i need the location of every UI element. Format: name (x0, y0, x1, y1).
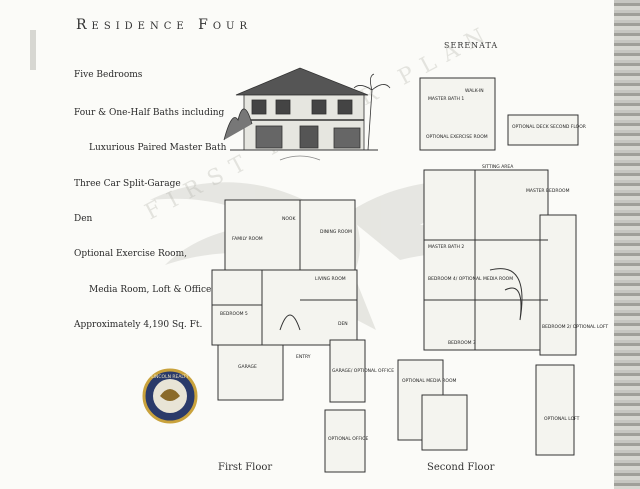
first-floor-upper-block (224, 199, 356, 271)
feature-baths: Four & One-Half Baths including (74, 108, 225, 118)
feature-sqft: Approximately 4,190 Sq. Ft. (74, 320, 203, 330)
page-title: Residence Four (76, 17, 252, 33)
house-elevation (223, 67, 391, 161)
first-floor-middle-block (211, 269, 358, 346)
plan-name: SERENATA (444, 41, 499, 50)
room-bedroom4: BEDROOM 4/ OPTIONAL MEDIA ROOM (428, 276, 513, 282)
room-master-bath1: MASTER BATH 1 (428, 96, 464, 102)
feature-bedrooms: Five Bedrooms (74, 70, 143, 80)
room-sitting: SITTING AREA (482, 164, 514, 170)
room-master-bedroom: MASTER BEDROOM (526, 188, 570, 194)
optional-loft-block (535, 364, 575, 456)
feature-exercise: Optional Exercise Room, (74, 249, 187, 259)
second-floor-main-block (423, 169, 549, 351)
room-media: OPTIONAL MEDIA ROOM (402, 378, 456, 384)
feature-den: Den (74, 214, 93, 224)
media-suite-block (421, 394, 468, 451)
feature-media: Media Room, Loft & Office (89, 285, 212, 295)
room-loft: OPTIONAL LOFT (544, 416, 580, 422)
room-entry: ENTRY (296, 354, 311, 360)
room-walkin: WALK-IN (465, 88, 484, 94)
optional-office-block (324, 409, 366, 473)
lincoln-realty-seal: LINCOLN REALTY (142, 368, 198, 424)
serenata-upper-plan (419, 77, 496, 151)
first-floor-label: First Floor (218, 462, 273, 473)
first-floor-plan: FAMILY ROOM NOOK DINING ROOM LIVING ROOM… (211, 199, 394, 473)
room-bedroom2: BEDROOM 2/ OPTIONAL LOFT (542, 324, 608, 330)
room-garage-office: GARAGE/ OPTIONAL OFFICE (332, 368, 394, 374)
room-bedroom5: BEDROOM 5 (220, 311, 248, 317)
room-garage: GARAGE (238, 364, 257, 370)
room-nook: NOOK (282, 216, 296, 222)
room-family: FAMILY ROOM (232, 236, 263, 242)
room-living: LIVING ROOM (315, 276, 346, 282)
optional-deck-block (507, 114, 579, 146)
scan-edge (614, 0, 640, 489)
garage-office-block (329, 339, 366, 403)
room-den: DEN (338, 321, 348, 327)
room-dining: DINING ROOM (320, 229, 352, 235)
second-floor-right-block (539, 214, 577, 356)
room-optional-office: OPTIONAL OFFICE (328, 436, 368, 442)
second-floor-plan: MASTER BEDROOM SITTING AREA MASTER BATH … (397, 77, 608, 456)
room-master-bath2: MASTER BATH 2 (428, 244, 464, 250)
seal-text: LINCOLN REALTY (151, 374, 189, 380)
scan-mark (30, 30, 36, 70)
first-floor-garage (217, 344, 284, 401)
feature-master-bath: Luxurious Paired Master Bath (89, 143, 227, 153)
room-exercise: OPTIONAL EXERCISE ROOM (426, 134, 488, 140)
feature-garage: Three Car Split-Garage (74, 179, 181, 189)
room-bedroom3: BEDROOM 3 (448, 340, 476, 346)
room-optional-deck: OPTIONAL DECK SECOND FLOOR (512, 124, 586, 130)
second-floor-label: Second Floor (427, 462, 495, 473)
